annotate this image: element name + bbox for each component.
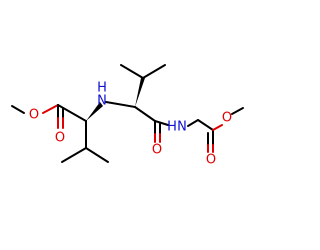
bond-amide-carbonyl-nh [154,120,169,126]
atom-label-n: N [177,120,187,135]
atom-o-ester-single-right: O [222,111,232,126]
bond-alpha-right-amide-carbonyl [134,106,156,122]
atom-o-ester-single-left: O [29,108,39,123]
atom-label: O [222,111,232,126]
bond-amide-nh-ch2 [187,119,199,127]
bond-isopropyl-left-methyl-a [61,147,87,163]
atom-label-h: H [97,81,107,96]
wedge-alpha-left-to-nh [86,102,103,121]
bond-isopropyl-left-methyl-b [85,147,109,163]
atom-o-ester-double-left: O [55,131,65,146]
atom-o-amide: O [152,143,162,158]
atom-label: O [206,153,216,168]
bond-methyl-o-left [11,105,25,114]
atom-nh-amine: H N [97,81,107,109]
atom-o-ester-double-right: O [206,153,216,168]
bond-isopropyl-right-methyl-b [142,64,166,79]
bond-o-carbonyl-left [42,104,59,114]
bond-o-methyl-right [231,107,244,115]
wedge-alpha-right-to-isopropyl [135,78,145,107]
atom-label-h: H [167,120,177,135]
atom-nh-amide: H N [167,120,187,135]
molecule-structure-diagram: O O H N O H N O O [11,64,244,168]
atom-label: O [55,131,65,146]
bond-ester-o-right [212,124,223,131]
atom-label-n: N [97,94,107,109]
bond-nh-alpha-right [105,101,136,108]
bond-ch2-ester-carbonyl [197,119,214,131]
atom-label: O [29,108,39,123]
atom-label: O [152,143,162,158]
bond-isopropyl-right-methyl-a [120,64,144,79]
